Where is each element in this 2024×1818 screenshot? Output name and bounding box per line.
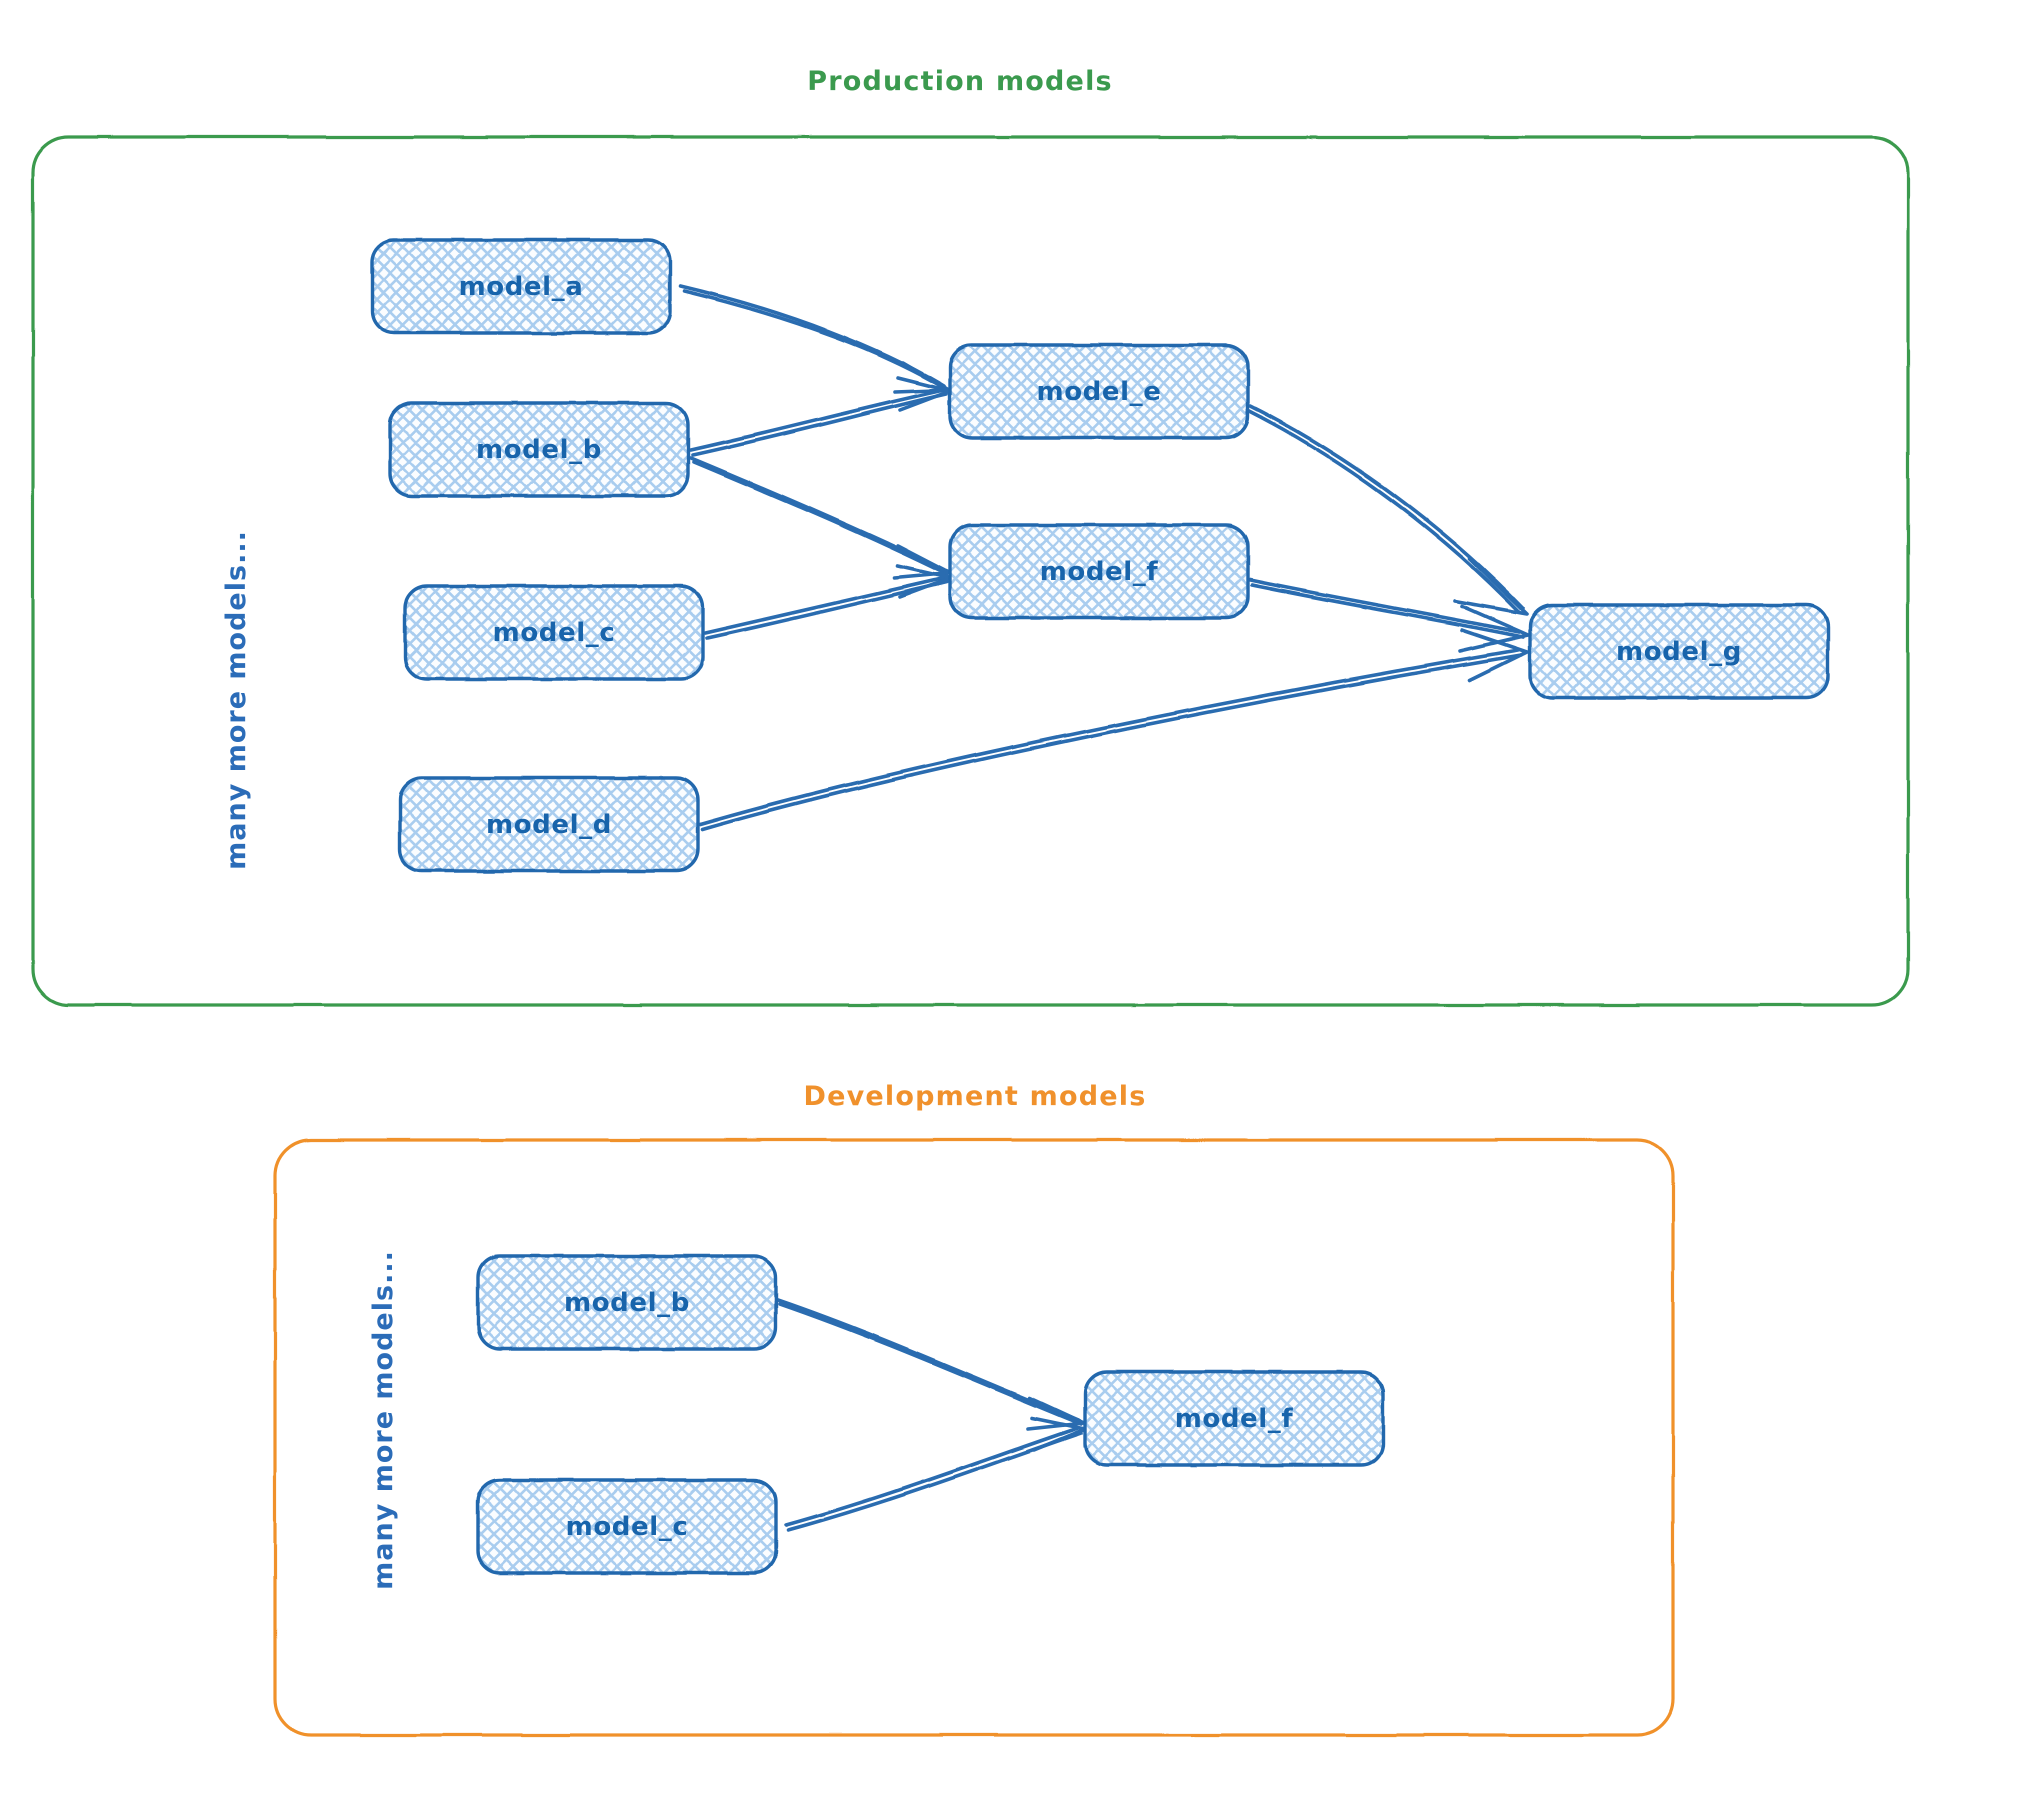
- development-side-label: many more models...: [368, 1250, 399, 1590]
- node-label: model_d: [486, 810, 612, 840]
- node-prod-model_c[interactable]: model_c: [403, 584, 705, 681]
- node-label: model_c: [566, 1512, 689, 1542]
- node-prod-model_f[interactable]: model_f: [948, 523, 1250, 620]
- node-label: model_e: [1037, 377, 1162, 407]
- production-side-label: many more models...: [221, 530, 252, 870]
- group-development: Development models many more models...: [273, 1081, 1675, 1737]
- development-group-title: Development models: [804, 1081, 1147, 1112]
- node-dev-model_b[interactable]: model_b: [476, 1254, 778, 1351]
- node-label: model_a: [459, 272, 584, 302]
- node-label: model_f: [1175, 1404, 1294, 1434]
- edge-model_d-to-model_g: [698, 628, 1529, 831]
- edge-model_b-to-model_f: [689, 456, 952, 580]
- node-prod-model_g[interactable]: model_g: [1528, 603, 1830, 700]
- edge-model_b-to-model_b-e: [689, 376, 952, 457]
- node-label: model_b: [476, 435, 602, 465]
- edge-model_f-to-model_g: [1248, 578, 1530, 653]
- node-prod-model_b[interactable]: model_b: [388, 401, 690, 498]
- edge-model_e-to-model_g: [1245, 404, 1529, 616]
- production-edges: [678, 284, 1530, 831]
- node-label: model_b: [564, 1288, 690, 1318]
- production-group-title: Production models: [807, 66, 1113, 97]
- node-dev-model_f[interactable]: model_f: [1083, 1370, 1385, 1467]
- node-prod-model_e[interactable]: model_e: [948, 343, 1250, 440]
- node-dev-model_c[interactable]: model_c: [476, 1478, 778, 1575]
- edge-dev-model_b-to-model_f: [776, 1298, 1086, 1431]
- group-production: Production models many more models...: [31, 66, 1910, 1007]
- development-group-border: [273, 1138, 1675, 1737]
- edge-model_a-to-model_e: [678, 284, 951, 394]
- node-label: model_g: [1616, 637, 1742, 667]
- node-prod-model_d[interactable]: model_d: [398, 776, 700, 873]
- node-label: model_f: [1040, 557, 1159, 587]
- production-group-border: [31, 135, 1910, 1007]
- node-label: model_c: [493, 618, 616, 648]
- development-edges: [776, 1298, 1087, 1532]
- edge-dev-model_c-to-model_f: [784, 1416, 1087, 1532]
- node-prod-model_a[interactable]: model_a: [370, 238, 672, 335]
